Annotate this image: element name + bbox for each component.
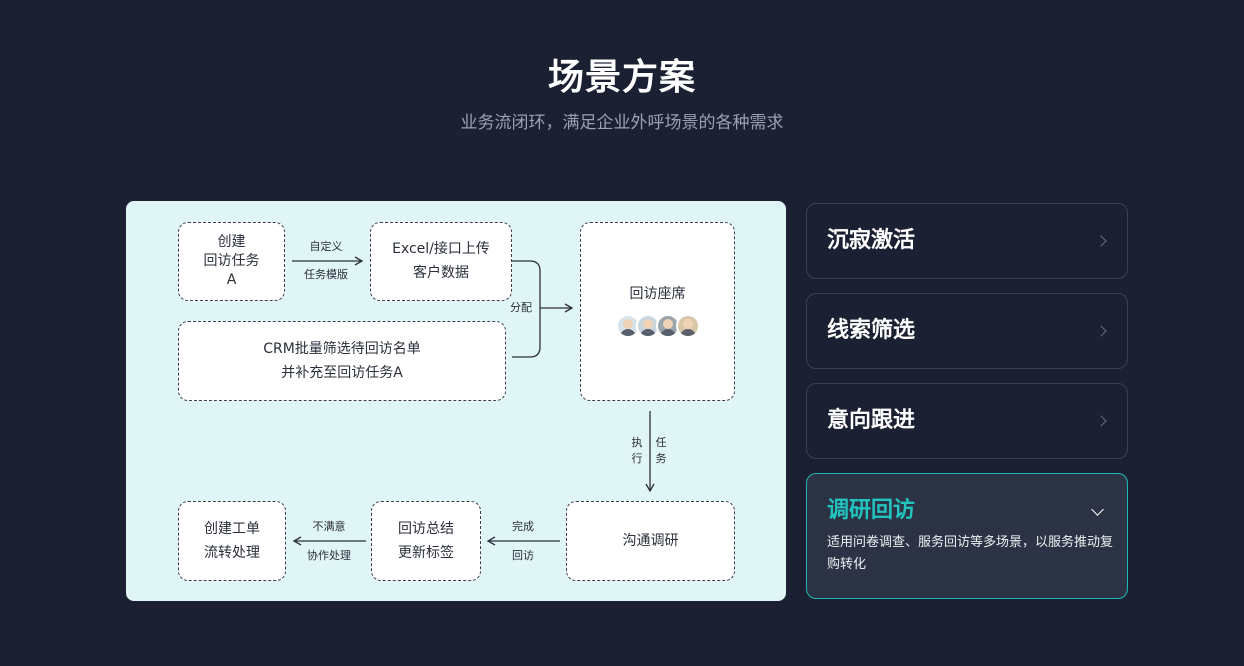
node-excel-upload-line2: 客户数据 — [413, 265, 469, 281]
scenario-card-survey-revisit[interactable]: 调研回访 适用问卷调查、服务回访等多场景，以服务推动复购转化 — [806, 473, 1128, 599]
node-create-task-line1: 创建 — [217, 234, 246, 250]
node-crm-filter-line2: 并补充至回访任务A — [281, 364, 403, 381]
node-work-order-line1: 创建工单 — [204, 520, 260, 537]
scenario-card-dormant-activation[interactable]: 沉寂激活 — [806, 203, 1128, 279]
scenario-card-title: 线索筛选 — [827, 318, 916, 343]
node-excel-upload-line1: Excel/接口上传 — [392, 241, 490, 257]
edge-label-custom: 自定义 — [309, 240, 343, 253]
chevron-down-icon — [1091, 503, 1104, 516]
scenario-card-title: 意向跟进 — [827, 408, 916, 433]
node-crm-filter: CRM批量筛选待回访名单 并补充至回访任务A — [178, 321, 506, 401]
page-title: 场景方案 — [547, 57, 696, 98]
chevron-right-icon — [1095, 415, 1107, 427]
chevron-right-icon — [1095, 235, 1107, 247]
edge-label-complete: 完成 — [512, 520, 534, 533]
edge-label-collab: 协作处理 — [307, 549, 351, 562]
scenario-card-description: 适用问卷调查、服务回访等多场景，以服务推动复购转化 — [827, 535, 1114, 572]
scenario-card-lead-screening[interactable]: 线索筛选 — [806, 293, 1128, 369]
avatar — [675, 314, 700, 338]
node-crm-filter-line1: CRM批量筛选待回访名单 — [263, 340, 421, 357]
node-work-order: 创建工单 流转处理 — [178, 501, 286, 581]
edge-label-unsatisfied: 不满意 — [312, 520, 346, 533]
node-excel-upload: Excel/接口上传 客户数据 — [370, 222, 512, 301]
edge-label-template: 任务模版 — [304, 268, 348, 281]
node-work-order-line2: 流转处理 — [204, 544, 260, 561]
node-summary-line1: 回访总结 — [398, 520, 454, 537]
node-communicate-label: 沟通调研 — [622, 532, 679, 549]
node-create-task-line3: A — [226, 272, 237, 288]
node-summary: 回访总结 更新标签 — [371, 501, 481, 581]
chevron-right-icon — [1095, 325, 1107, 337]
edge-label-visit: 回访 — [512, 549, 534, 562]
diagram-connectors — [292, 256, 655, 546]
node-summary-line2: 更新标签 — [398, 544, 454, 561]
node-create-task-line2: 回访任务 — [203, 253, 260, 269]
scenario-flow-diagram: 创建 回访任务 A Excel/接口上传 客户数据 CRM批量筛选待回访名单 并… — [126, 201, 786, 601]
page-subtitle: 业务流闭环，满足企业外呼场景的各种需求 — [460, 113, 784, 133]
edge-label-task: 任务 — [655, 436, 667, 465]
node-agents: 回访座席 — [580, 222, 735, 401]
merge-bracket — [512, 260, 541, 358]
edge-label-assign: 分配 — [510, 301, 532, 314]
node-communicate: 沟通调研 — [566, 501, 735, 581]
scenario-card-title: 调研回访 — [827, 498, 916, 523]
avatar — [655, 314, 680, 338]
node-agents-label: 回访座席 — [629, 286, 686, 302]
node-create-task: 创建 回访任务 A — [178, 222, 285, 301]
scenario-card-title: 沉寂激活 — [827, 228, 916, 253]
agent-avatars — [615, 314, 700, 338]
edge-label-execute: 执行 — [631, 436, 643, 465]
scenario-card-intent-followup[interactable]: 意向跟进 — [806, 383, 1128, 459]
